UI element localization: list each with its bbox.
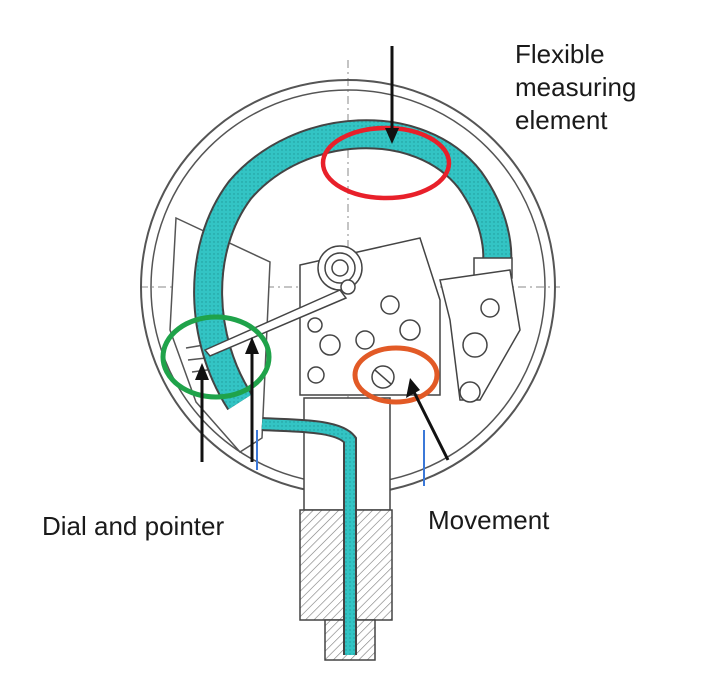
arrow-head-flexible bbox=[385, 128, 399, 144]
flexible-label-line-3: element bbox=[515, 105, 608, 135]
arrow-head-movement bbox=[406, 378, 420, 398]
socket-stem bbox=[261, 397, 393, 661]
flexible-measuring-element-label: Flexible measuring element bbox=[515, 38, 636, 137]
flexible-label-line-2: measuring bbox=[515, 72, 637, 102]
dial-and-pointer-label: Dial and pointer bbox=[42, 511, 225, 541]
movement-mechanism bbox=[299, 237, 521, 403]
arrow-head-dial-1 bbox=[195, 363, 209, 380]
movement-label: Movement bbox=[428, 505, 550, 535]
gauge-pointer bbox=[203, 289, 348, 357]
thin-pointer-lines bbox=[256, 430, 425, 486]
arrow-head-dial-2 bbox=[245, 337, 259, 354]
flexible-label-line-1: Flexible bbox=[515, 39, 605, 69]
movement-highlight bbox=[352, 345, 440, 405]
bourdon-tube bbox=[193, 119, 513, 411]
label-arrows bbox=[195, 46, 450, 462]
dial-pointer-highlight bbox=[160, 314, 272, 400]
